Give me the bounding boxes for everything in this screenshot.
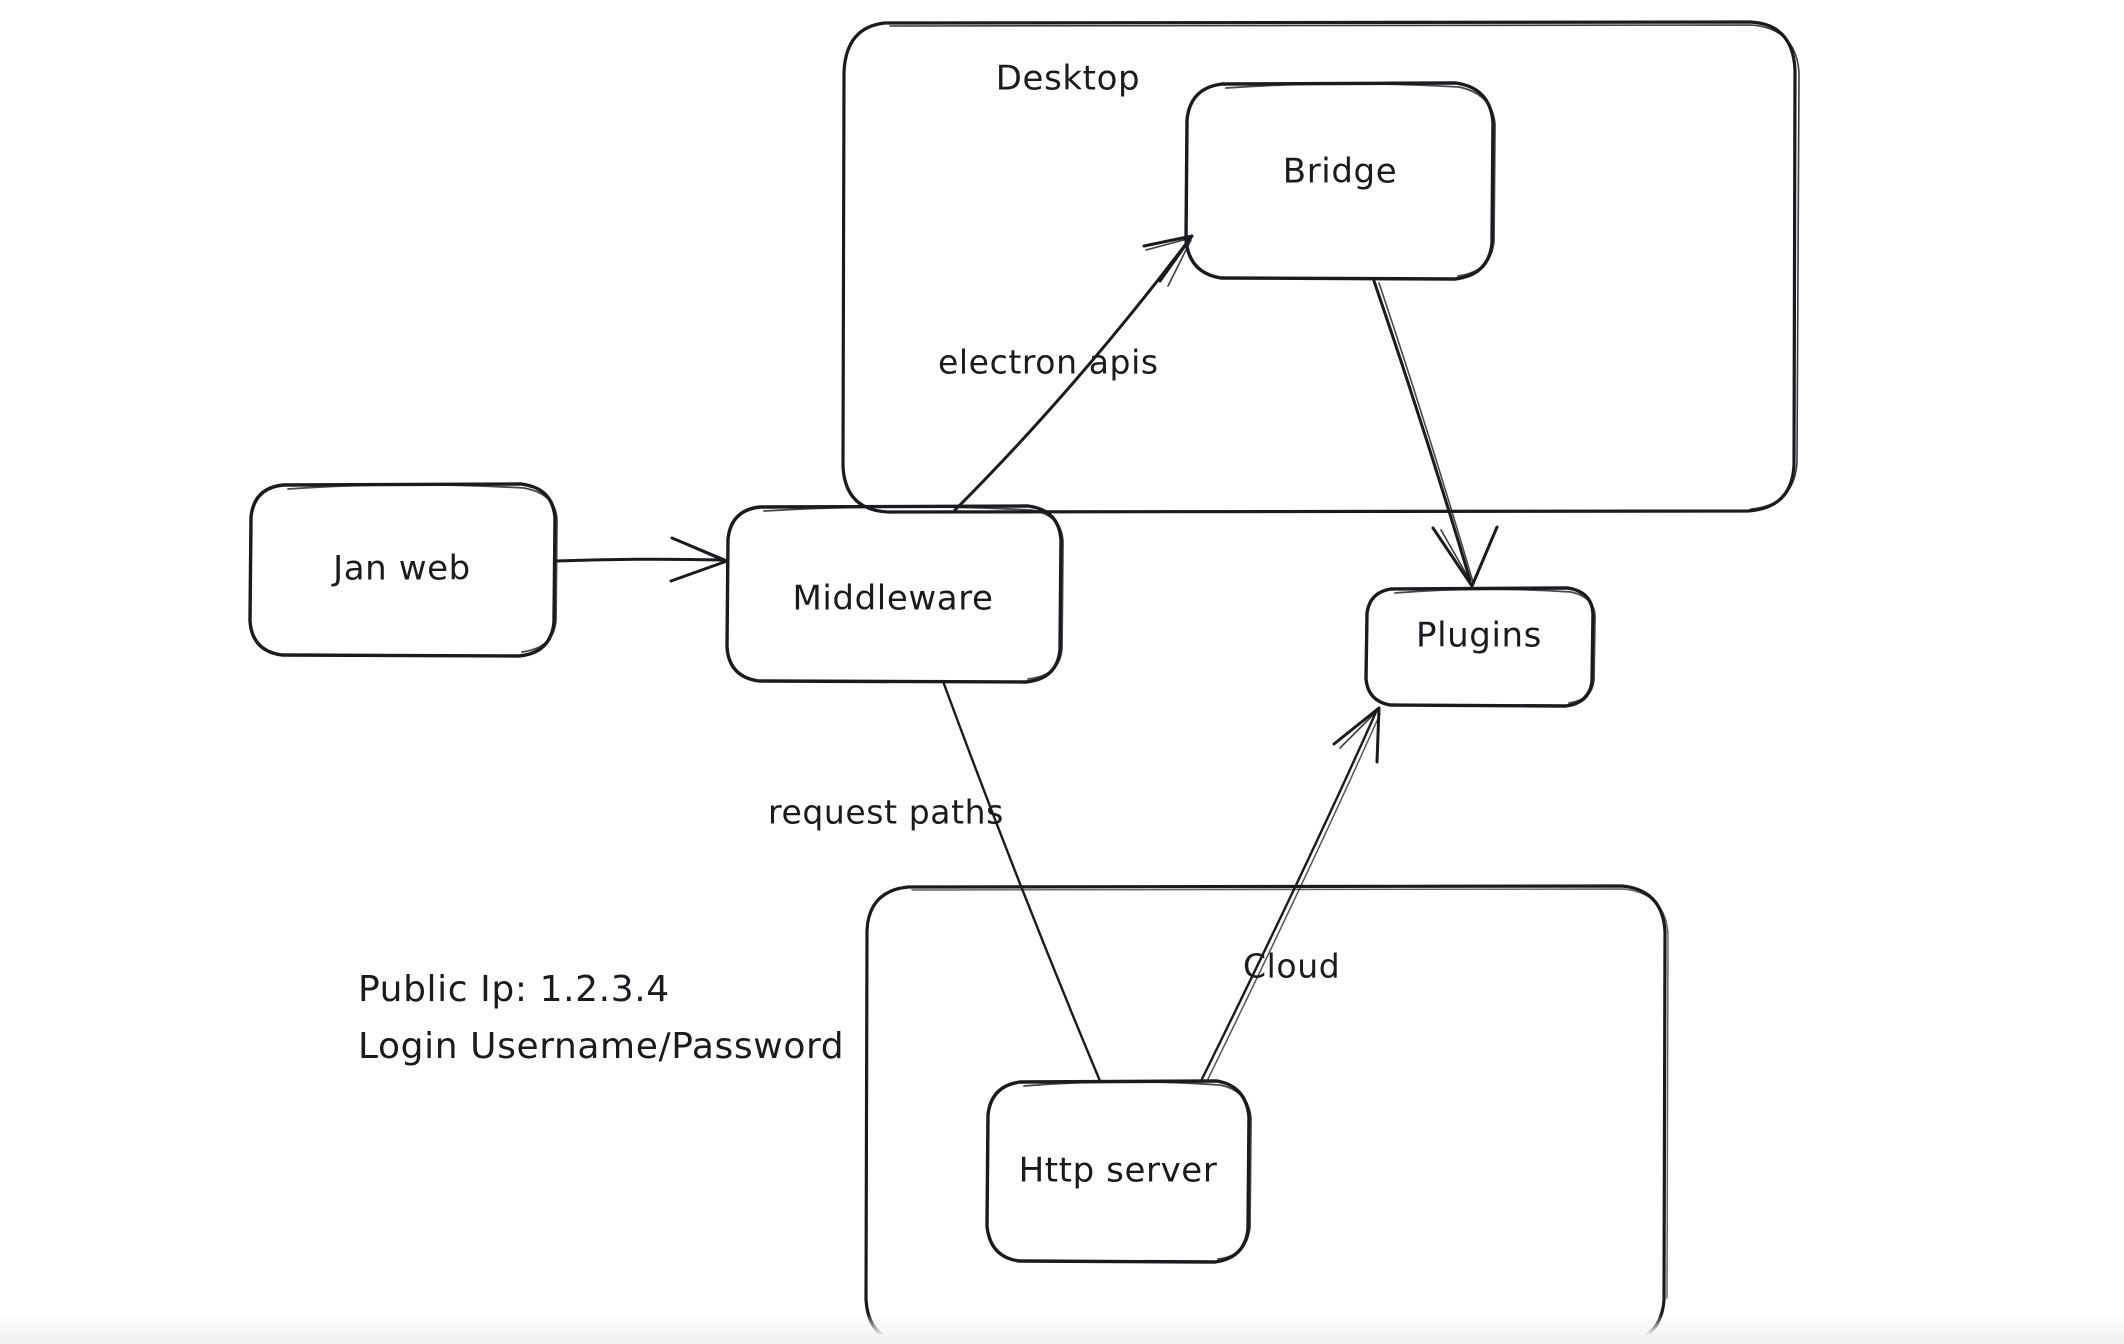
http-server-shape-pass2 (1023, 1080, 1252, 1260)
node-label-bridge: Bridge (1283, 152, 1397, 192)
plugins-shape-pass2 (1394, 588, 1596, 704)
node-label-middleware: Middleware (792, 579, 993, 619)
cloud-group-container-shape (864, 884, 1667, 1344)
edge-httpserver-to-plugins[interactable]: Cloud (1200, 706, 1381, 1081)
edge-bridge-plugins-arrowhead (1431, 525, 1499, 588)
edge-httpserver-plugins-line (1200, 710, 1378, 1081)
node-label-plugins: Plugins (1416, 616, 1542, 656)
node-http-server[interactable]: Http server (985, 1079, 1252, 1264)
node-plugins[interactable]: Plugins (1364, 586, 1596, 708)
node-label-http-server: Http server (1019, 1151, 1218, 1191)
edge-httpserver-plugins-line-pass2 (1207, 713, 1381, 1080)
edge-bridge-plugins-arrowhead-pass2 (1440, 529, 1473, 585)
edge-janweb-to-middleware[interactable] (554, 536, 729, 583)
edge-middleware-bridge-line (953, 238, 1191, 512)
edge-httpserver-plugins-arrowhead-pass2 (1339, 709, 1379, 749)
edge-janweb-middleware-arrowhead-pass2 (675, 539, 727, 563)
node-label-jan-web: Jan web (331, 549, 471, 589)
edge-middleware-bridge-arrowhead-pass2 (1145, 237, 1192, 287)
edge-label-electron-apis: electron apis (938, 343, 1159, 382)
edge-janweb-middleware-line (554, 557, 725, 563)
desktop-container-shape-pass2 (889, 24, 1800, 510)
container-cloud-group[interactable] (864, 884, 1669, 1344)
edge-middleware-bridge-arrowhead (1142, 234, 1194, 283)
edge-middleware-httpserver-line (942, 682, 1102, 1083)
node-bridge[interactable]: Bridge (1184, 81, 1496, 281)
desktop-container-shape (841, 20, 1797, 514)
note-line-public-ip: Public Ip: 1.2.3.4 (358, 969, 670, 1010)
edge-httpserver-plugins-arrowhead (1332, 706, 1381, 764)
note-credentials: Public Ip: 1.2.3.4 Login Username/Passwo… (358, 969, 844, 1067)
container-label-desktop: Desktop (996, 59, 1140, 99)
bridge-shape-pass2 (1225, 82, 1496, 277)
middleware-shape-pass2 (763, 505, 1064, 680)
note-line-login: Login Username/Password (358, 1026, 844, 1067)
edge-middleware-to-httpserver[interactable]: request paths (768, 682, 1102, 1083)
node-middleware[interactable]: Middleware (725, 504, 1064, 684)
jan-web-shape-pass2 (287, 483, 558, 653)
container-desktop[interactable]: Desktop (841, 20, 1800, 514)
edge-bridge-to-plugins[interactable] (1372, 279, 1499, 588)
node-jan-web[interactable]: Jan web (248, 482, 558, 658)
edge-label-request-paths: request paths (768, 793, 1004, 832)
edge-middleware-to-bridge[interactable]: electron apis (938, 234, 1194, 512)
edge-bridge-plugins-line (1372, 279, 1472, 582)
edge-label-cloud: Cloud (1243, 947, 1340, 986)
cloud-group-container-shape-pass2 (911, 888, 1669, 1299)
edge-bridge-plugins-line-pass2 (1378, 282, 1474, 583)
